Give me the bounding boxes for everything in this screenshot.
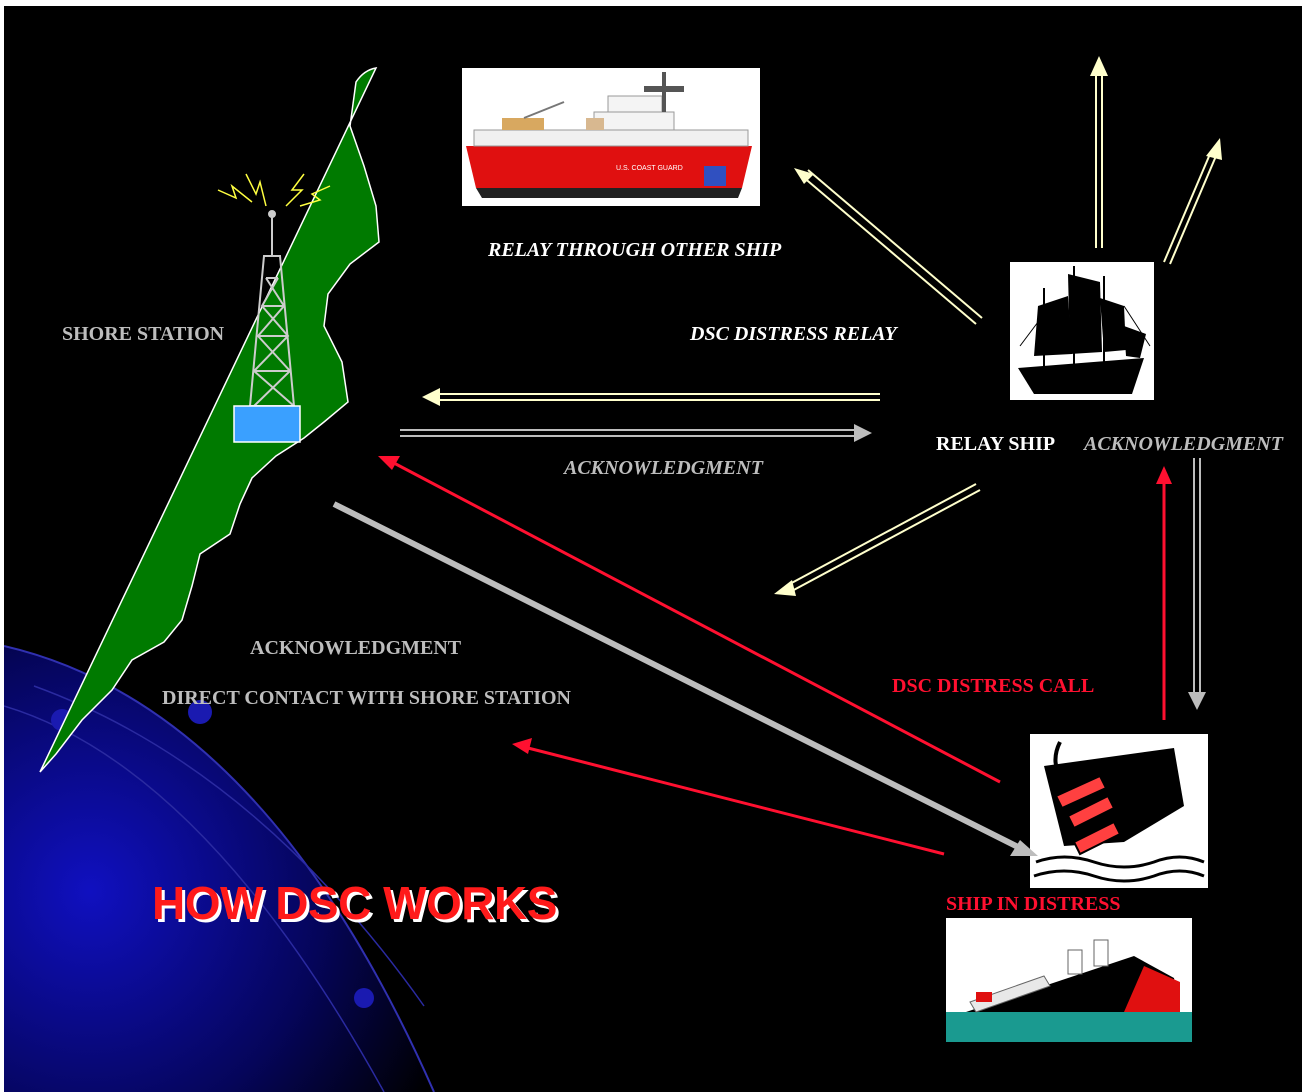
- globe-node: [354, 988, 374, 1008]
- sailing-ship-icon: [1010, 262, 1154, 400]
- globe-node: [188, 700, 212, 724]
- label-ship-in-distress: SHIP IN DISTRESS: [946, 893, 1121, 915]
- slide: U.S. COAST GUARD: [4, 6, 1302, 1092]
- coastline-land: [39, 67, 380, 773]
- label-acknowledgment-right: ACKNOWLEDGMENT: [1084, 433, 1283, 455]
- radio-tower-icon: [217, 173, 331, 407]
- diagram-graphics: U.S. COAST GUARD: [4, 56, 1222, 1092]
- label-relay-through-other-ship: RELAY THROUGH OTHER SHIP: [488, 239, 782, 261]
- icebreaker-ship-icon: U.S. COAST GUARD: [462, 68, 760, 206]
- label-acknowledgment-left: ACKNOWLEDGMENT: [250, 637, 462, 659]
- sinking-liner-icon: [946, 918, 1192, 1042]
- ship-hull-text: U.S. COAST GUARD: [616, 165, 683, 172]
- arrows: [332, 56, 1222, 856]
- sinking-ship-icon: [1030, 734, 1208, 888]
- label-dsc-distress-relay: DSC DISTRESS RELAY: [690, 323, 897, 345]
- label-dsc-distress-call: DSC DISTRESS CALL: [892, 675, 1095, 697]
- label-acknowledgment-middle: ACKNOWLEDGMENT: [564, 457, 763, 479]
- label-shore-station: SHORE STATION: [62, 323, 225, 345]
- label-relay-ship: RELAY SHIP: [936, 433, 1056, 455]
- label-direct-contact: DIRECT CONTACT WITH SHORE STATION: [162, 687, 571, 709]
- shore-station-building: [233, 405, 301, 443]
- slide-title: HOW DSC WORKS: [152, 877, 557, 929]
